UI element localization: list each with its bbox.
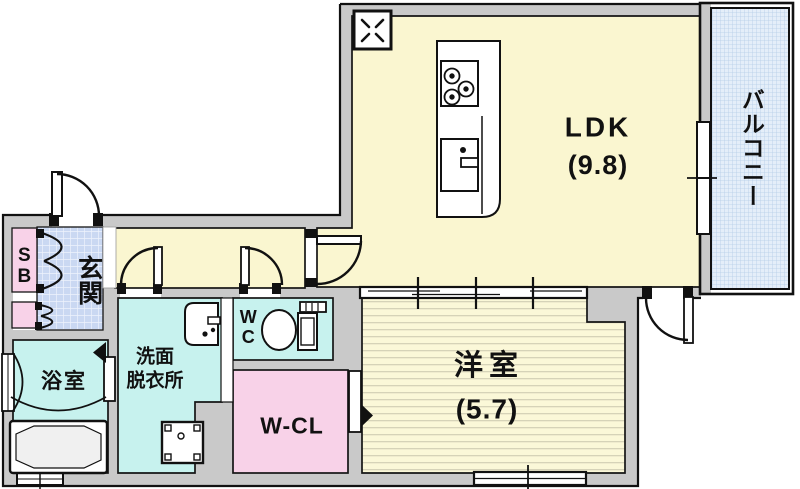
room-area-ldk: (9.8) — [567, 150, 629, 181]
room-label-bathroom: 浴室 — [41, 369, 87, 393]
sliding-door — [358, 277, 589, 309]
room-label-western: 洋室 — [453, 349, 525, 382]
washbasin-icon — [184, 297, 234, 403]
windows — [1, 121, 717, 489]
kitchen-sink-icon — [440, 138, 479, 192]
hallway-floor — [114, 227, 306, 289]
sb-door — [36, 229, 63, 293]
western-room-window — [472, 465, 588, 489]
wc-door — [239, 246, 284, 294]
room-label-wcl: W-CL — [260, 412, 324, 439]
balcony-structure — [698, 1, 795, 296]
western-room-floor — [361, 297, 626, 474]
room-label-wc: WC — [238, 307, 259, 347]
entrance-step — [102, 226, 117, 289]
room-label-shoebox: SB — [13, 245, 35, 287]
ldk-floor — [316, 15, 701, 288]
wcl-folding-door — [348, 370, 373, 433]
room-area-western: (5.7) — [455, 393, 519, 425]
shoebox-floor — [11, 227, 38, 293]
ldk-door — [305, 229, 363, 287]
room-label-entrance: 玄関 — [74, 255, 103, 305]
gas-stove-icon — [440, 60, 479, 107]
balcony-floor — [710, 7, 790, 290]
storage-floor — [11, 301, 38, 329]
washroom-door — [117, 246, 163, 294]
doors — [35, 171, 694, 433]
toilet-icon — [261, 301, 327, 351]
room-label-washroom: 洗面 脱衣所 — [126, 346, 184, 391]
washing-machine-pan-icon — [160, 420, 205, 465]
bathtub-icon — [8, 352, 109, 475]
room-label-ldk: LDK — [564, 111, 632, 143]
bathroom-bottom-window — [16, 472, 64, 489]
bathroom-folding-door — [93, 342, 116, 402]
bathroom-side-window — [1, 353, 15, 412]
balcony-window — [687, 121, 717, 235]
building-outline — [1, 2, 701, 488]
storage-door — [35, 302, 54, 330]
wcl-floor — [232, 369, 349, 474]
range-fan-icon — [352, 9, 393, 51]
ldk-service-door — [642, 286, 694, 344]
room-label-balcony: バルコニー — [738, 88, 765, 208]
entry-door — [49, 171, 103, 226]
